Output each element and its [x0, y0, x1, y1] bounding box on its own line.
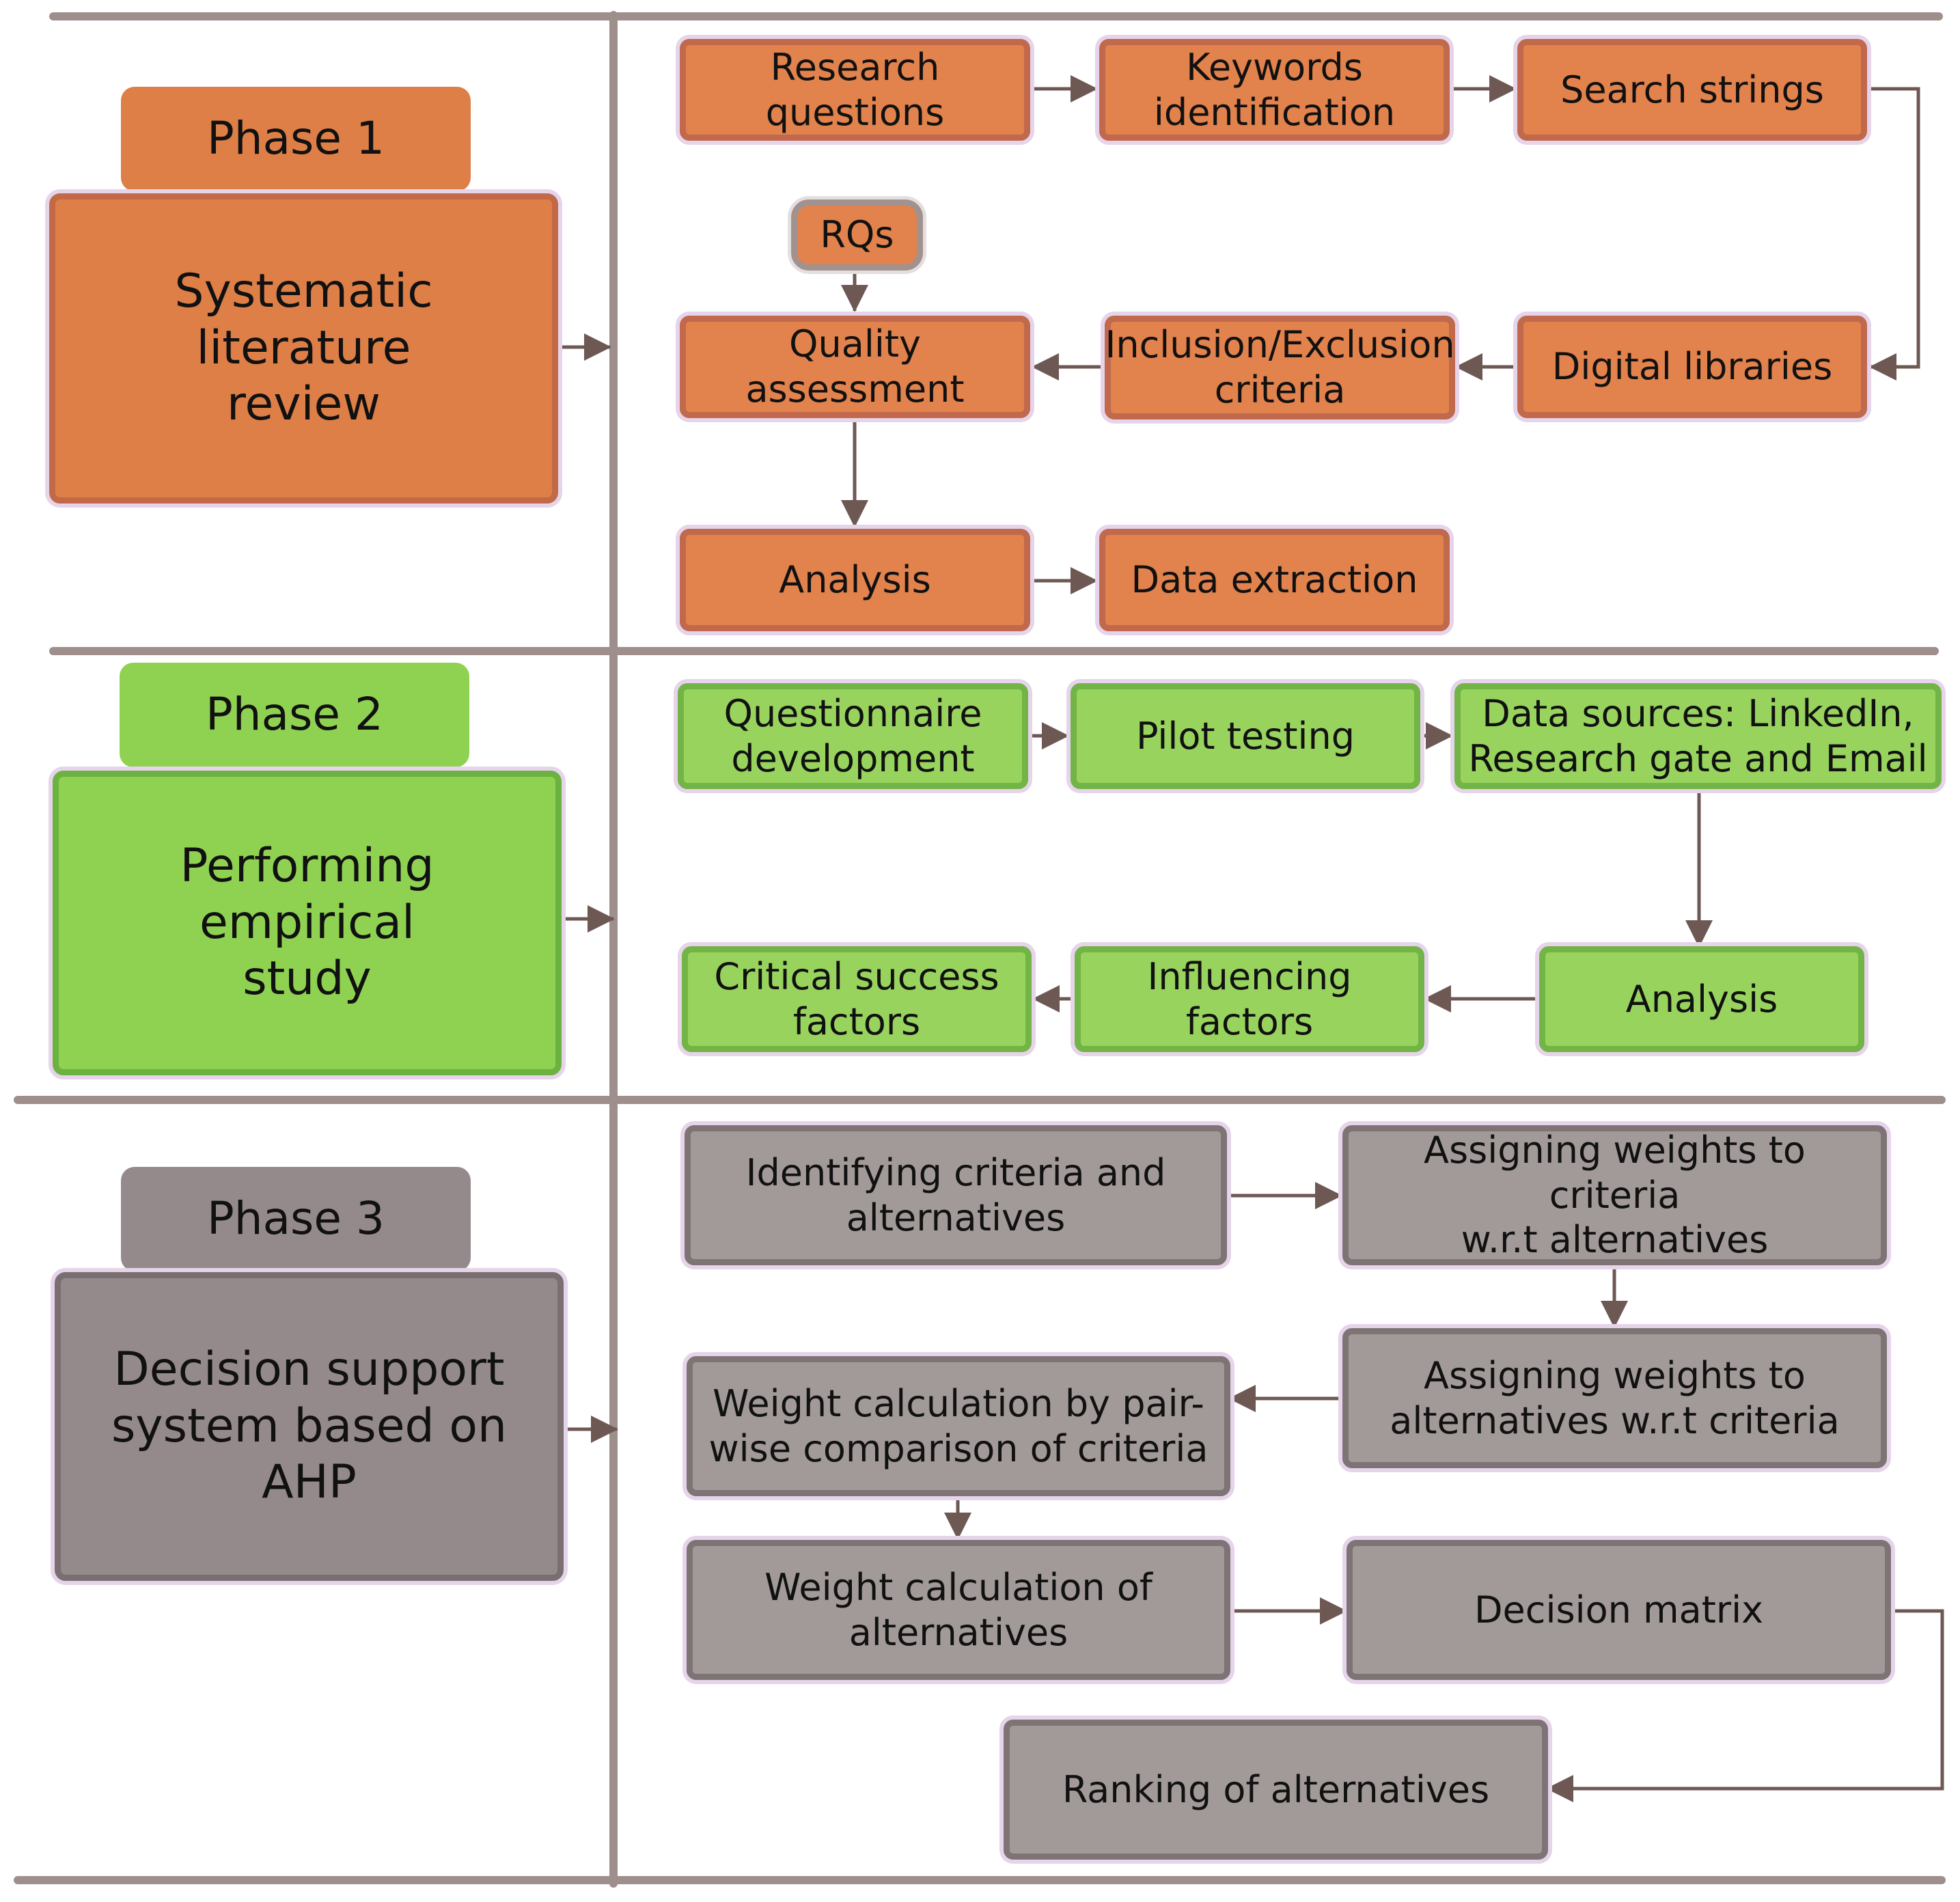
- phase-2-analysis-box: Analysis: [1539, 946, 1864, 1052]
- data-sources-box: Data sources: LinkedIn, Research gate an…: [1454, 683, 1942, 789]
- phase-3-title-text: Decision support system based on AHP: [111, 1342, 508, 1510]
- weights-alternatives-text: Assigning weights to alternatives w.r.t …: [1390, 1353, 1840, 1442]
- phase-2-label-text: Phase 2: [205, 688, 384, 741]
- phase-1-analysis-box: Analysis: [680, 529, 1030, 631]
- research-questions-text: Research questions: [765, 45, 945, 134]
- arrow-search-to-libraries: [1867, 87, 1920, 381]
- pilot-testing-text: Pilot testing: [1136, 714, 1355, 758]
- phase-3-label-text: Phase 3: [206, 1192, 385, 1245]
- keywords-identification-text: Keywords identification: [1153, 45, 1396, 134]
- ranking-box: Ranking of alternatives: [1004, 1720, 1548, 1860]
- flow-arrows: [557, 75, 1944, 1802]
- section-dividers: [14, 11, 1946, 1888]
- keywords-identification-box: Keywords identification: [1099, 39, 1450, 141]
- phase-2-label: Phase 2: [120, 663, 469, 767]
- phase-1-title-box: Systematic literature review: [49, 193, 558, 504]
- search-strings-text: Search strings: [1560, 68, 1824, 111]
- inclusion-exclusion-box: Inclusion/Exclusion criteria: [1105, 316, 1455, 419]
- data-extraction-text: Data extraction: [1131, 558, 1418, 602]
- identifying-criteria-text: Identifying criteria and alternatives: [745, 1150, 1166, 1239]
- digital-libraries-text: Digital libraries: [1551, 345, 1833, 389]
- weights-alternatives-box: Assigning weights to alternatives w.r.t …: [1342, 1328, 1887, 1468]
- identifying-criteria-box: Identifying criteria and alternatives: [685, 1125, 1227, 1265]
- critical-success-factors-box: Critical success factors: [682, 946, 1032, 1052]
- quality-assessment-box: Quality assessment: [680, 316, 1030, 418]
- phase-1-analysis-text: Analysis: [779, 558, 931, 602]
- phase-2-title-box: Performing empirical study: [53, 771, 562, 1075]
- critical-success-factors-text: Critical success factors: [714, 954, 999, 1043]
- arrow-matrix-to-ranking: [1546, 1609, 1944, 1802]
- quality-assessment-text: Quality assessment: [745, 322, 965, 411]
- weights-criteria-text: Assigning weights to criteria w.r.t alte…: [1424, 1128, 1806, 1262]
- phase-1-label: Phase 1: [121, 87, 471, 191]
- alternatives-calculation-box: Weight calculation of alternatives: [687, 1540, 1230, 1680]
- digital-libraries-box: Digital libraries: [1517, 316, 1867, 418]
- inclusion-exclusion-text: Inclusion/Exclusion criteria: [1105, 323, 1455, 411]
- pilot-testing-box: Pilot testing: [1071, 683, 1420, 789]
- phase-3-title-box: Decision support system based on AHP: [55, 1272, 564, 1581]
- decision-matrix-box: Decision matrix: [1347, 1540, 1891, 1680]
- questionnaire-development-box: Questionnaire development: [678, 683, 1028, 789]
- data-sources-text: Data sources: LinkedIn, Research gate an…: [1468, 691, 1928, 780]
- phase-1-title-text: Systematic literature review: [174, 264, 433, 432]
- ranking-text: Ranking of alternatives: [1062, 1767, 1490, 1811]
- weights-criteria-box: Assigning weights to criteria w.r.t alte…: [1342, 1125, 1887, 1265]
- influencing-factors-text: Influencing factors: [1147, 954, 1352, 1043]
- phase-3-label: Phase 3: [121, 1167, 471, 1271]
- phase-2-title-text: Performing empirical study: [180, 838, 434, 1006]
- decision-matrix-text: Decision matrix: [1474, 1588, 1764, 1631]
- phase-1-label-text: Phase 1: [206, 112, 385, 165]
- alternatives-calculation-text: Weight calculation of alternatives: [764, 1565, 1152, 1654]
- rqs-text: RQs: [820, 213, 894, 257]
- questionnaire-development-text: Questionnaire development: [723, 691, 982, 780]
- search-strings-box: Search strings: [1517, 39, 1867, 141]
- research-questions-box: Research questions: [680, 39, 1030, 141]
- data-extraction-box: Data extraction: [1099, 529, 1450, 631]
- influencing-factors-box: Influencing factors: [1075, 946, 1424, 1052]
- pairwise-calculation-text: Weight calculation by pair- wise compari…: [708, 1381, 1209, 1470]
- rqs-box: RQs: [791, 199, 923, 271]
- pairwise-calculation-box: Weight calculation by pair- wise compari…: [687, 1356, 1230, 1496]
- phase-2-analysis-text: Analysis: [1625, 977, 1778, 1021]
